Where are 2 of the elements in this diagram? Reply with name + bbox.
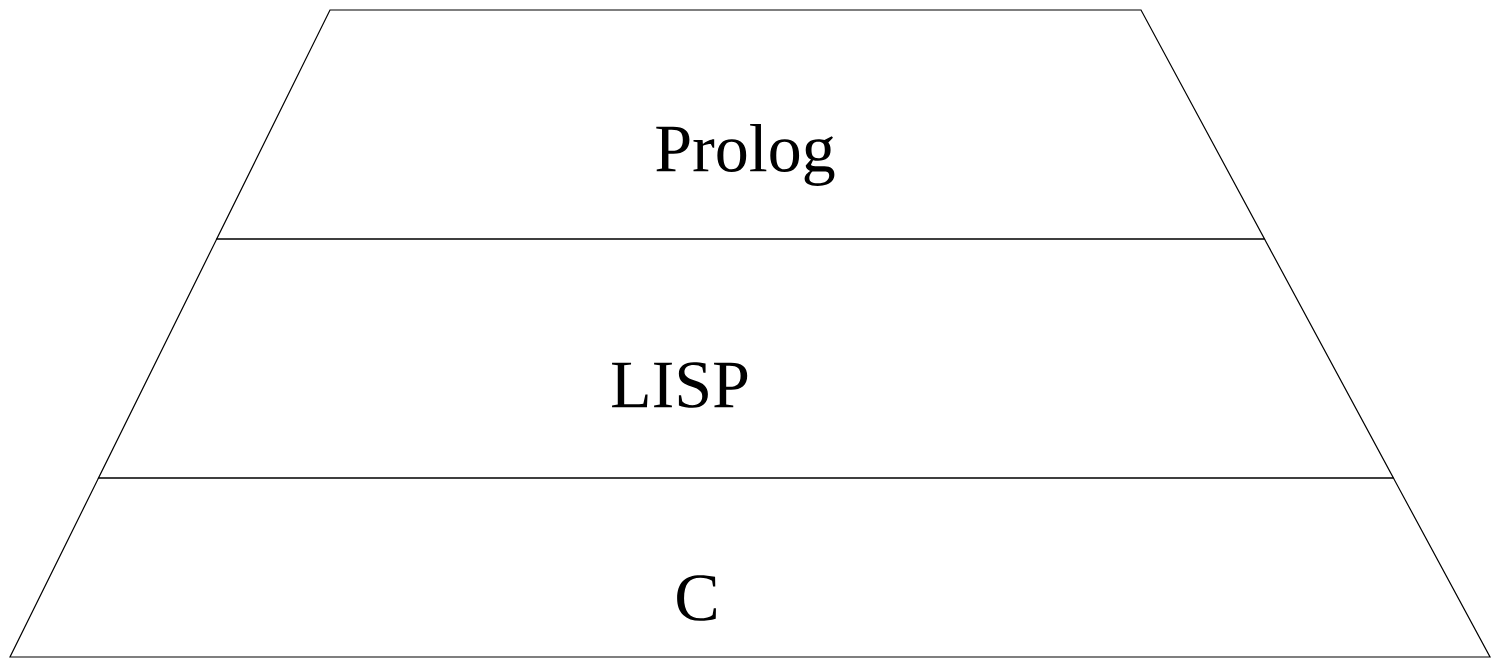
pyramid-layer: LISP — [97, 238, 1395, 479]
pyramid-layer: C — [9, 477, 1492, 658]
